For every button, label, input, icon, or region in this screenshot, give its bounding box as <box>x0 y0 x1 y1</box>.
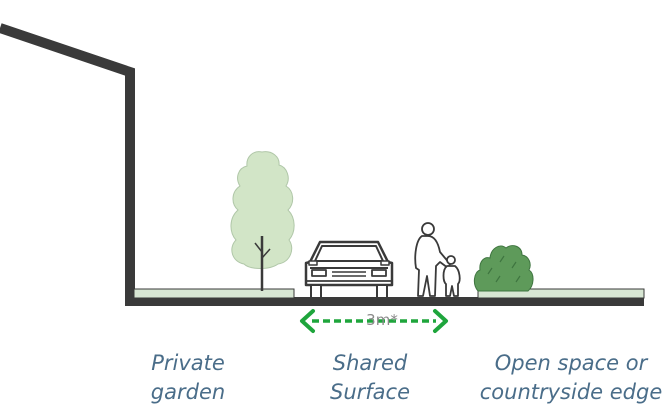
shared-surface-label-line1: Shared <box>332 351 408 375</box>
open-space-label-line2: countryside edge <box>479 380 663 404</box>
house-wall-icon <box>0 23 135 300</box>
pedestrian-child-icon <box>414 222 461 297</box>
open-space-label-line1: Open space or <box>494 351 648 375</box>
private-garden-label-line2: garden <box>150 380 226 404</box>
shared-surface-label: Shared Surface <box>300 349 440 407</box>
private-garden-label: Private garden <box>118 349 258 407</box>
open-space-label: Open space or countryside edge <box>477 349 665 407</box>
open-space-verge <box>477 288 645 299</box>
shrub-icon <box>473 245 534 292</box>
private-garden-label-line1: Private <box>151 351 225 375</box>
dimension-arrow-icon <box>300 309 448 333</box>
shared-surface-label-line2: Surface <box>329 380 410 404</box>
dimension-label: 3m* <box>366 311 398 329</box>
private-garden-verge <box>133 288 295 299</box>
car-icon <box>304 240 394 299</box>
ground-line <box>125 297 644 306</box>
tree-icon <box>230 151 295 291</box>
